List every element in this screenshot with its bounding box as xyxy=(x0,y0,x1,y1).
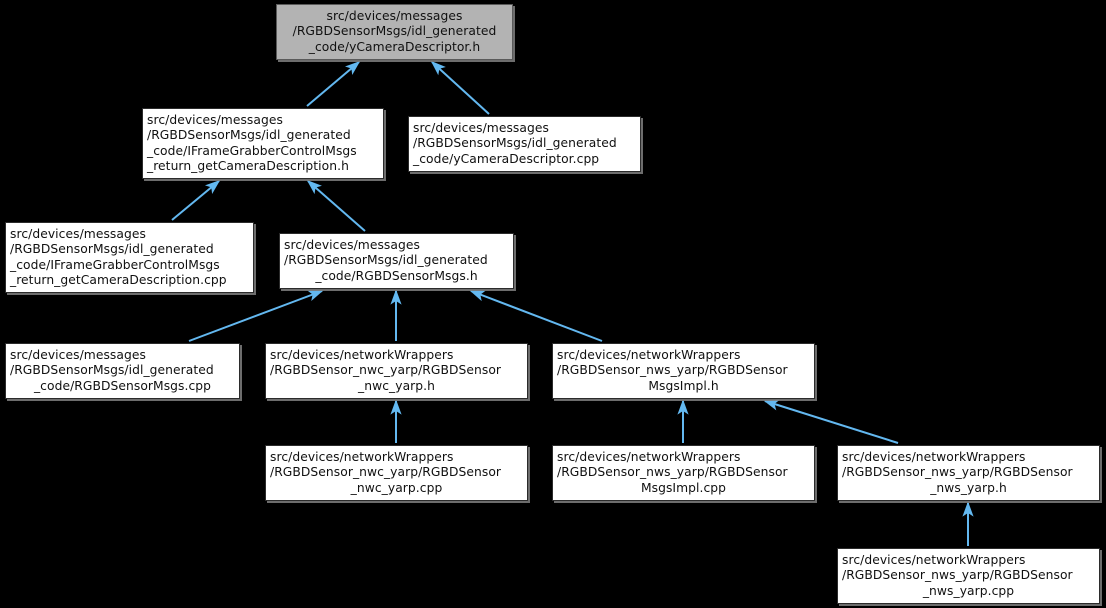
graph-node-iframegrabber-return-getcameradescription-cpp[interactable]: src/devices/messages/RGBDSensorMsgs/idl_… xyxy=(5,222,254,293)
node-label-line: /RGBDSensorMsgs/idl_generated xyxy=(292,24,497,39)
node-label-line: src/devices/messages xyxy=(413,120,549,135)
edge-ycameradescriptor-cpp-to-ycameradescriptor-h xyxy=(430,60,490,115)
node-label-line: src/devices/networkWrappers xyxy=(842,449,1026,464)
edge-rgbdsensormsgsimpl-h-to-rgbdsensormsgs-h xyxy=(469,290,603,342)
node-label-line: src/devices/messages xyxy=(10,347,146,362)
node-label-line: src/devices/messages xyxy=(10,226,146,241)
node-label-line: _code/yCameraDescriptor.cpp xyxy=(413,151,600,166)
node-label-line: /RGBDSensorMsgs/idl_generated xyxy=(10,242,214,257)
node-label-line: _code/RGBDSensorMsgs.h xyxy=(315,268,478,283)
node-label-line: /RGBDSensor_nws_yarp/RGBDSensor xyxy=(557,465,788,480)
node-label-line: _nws_yarp.cpp xyxy=(922,583,1015,598)
node-label-line: src/devices/networkWrappers xyxy=(270,449,454,464)
node-label-line: _return_getCameraDescription.h xyxy=(147,158,349,173)
node-label-line: _code/IFrameGrabberControlMsgs xyxy=(147,143,357,158)
graph-node-ycameradescriptor-cpp[interactable]: src/devices/messages/RGBDSensorMsgs/idl_… xyxy=(408,116,641,172)
node-label-line: src/devices/networkWrappers xyxy=(842,552,1026,567)
edge-rgbdsensormsgs-h-to-iframegrabber-return-getcameradescription-h xyxy=(306,179,366,232)
node-label-line: _nwc_yarp.h xyxy=(358,378,435,393)
node-label-line: src/devices/messages xyxy=(147,112,283,127)
node-label-line: _code/RGBDSensorMsgs.cpp xyxy=(33,378,212,393)
graph-node-rgbdsensormsgs-h[interactable]: src/devices/messages/RGBDSensorMsgs/idl_… xyxy=(279,233,514,289)
graph-node-rgbdsensormsgsimpl-cpp[interactable]: src/devices/networkWrappers/RGBDSensor_n… xyxy=(552,445,815,501)
edge-iframegrabber-return-getcameradescription-h-to-ycameradescriptor-h xyxy=(306,60,361,107)
graph-node-rgbdsensor-nws-yarp-h[interactable]: src/devices/networkWrappers/RGBDSensor_n… xyxy=(837,445,1100,501)
node-label-line: _nwc_yarp.cpp xyxy=(350,480,443,495)
edge-rgbdsensor-nws-yarp-h-to-rgbdsensormsgsimpl-h xyxy=(763,399,899,444)
node-label-line: /RGBDSensor_nws_yarp/RGBDSensor xyxy=(557,363,788,378)
graph-node-ycameradescriptor-h[interactable]: src/devices/messages/RGBDSensorMsgs/idl_… xyxy=(276,4,513,60)
graph-node-rgbdsensor-nwc-yarp-h[interactable]: src/devices/networkWrappers/RGBDSensor_n… xyxy=(265,343,528,399)
node-label-line: /RGBDSensorMsgs/idl_generated xyxy=(413,136,617,151)
edge-iframegrabber-return-getcameradescription-cpp-to-iframegrabber-return-getcameradescription-h xyxy=(171,179,221,221)
graph-node-rgbdsensor-nws-yarp-cpp[interactable]: src/devices/networkWrappers/RGBDSensor_n… xyxy=(837,548,1100,604)
graph-node-rgbdsensor-nwc-yarp-cpp[interactable]: src/devices/networkWrappers/RGBDSensor_n… xyxy=(265,445,528,501)
node-label-line: src/devices/networkWrappers xyxy=(557,449,741,464)
node-label-line: _nws_yarp.h xyxy=(930,480,1007,495)
graph-node-iframegrabber-return-getcameradescription-h[interactable]: src/devices/messages/RGBDSensorMsgs/idl_… xyxy=(142,108,384,179)
node-label-line: /RGBDSensor_nwc_yarp/RGBDSensor xyxy=(270,363,502,378)
node-label-line: _return_getCameraDescription.cpp xyxy=(10,272,227,287)
node-label-line: src/devices/messages xyxy=(326,8,463,23)
node-label-line: /RGBDSensorMsgs/idl_generated xyxy=(284,253,488,268)
node-label-line: src/devices/networkWrappers xyxy=(557,347,741,362)
node-label-line: /RGBDSensor_nwc_yarp/RGBDSensor xyxy=(270,465,502,480)
node-label-line: src/devices/messages xyxy=(284,237,420,252)
graph-node-rgbdsensormsgs-cpp[interactable]: src/devices/messages/RGBDSensorMsgs/idl_… xyxy=(5,343,240,399)
graph-node-rgbdsensormsgsimpl-h[interactable]: src/devices/networkWrappers/RGBDSensor_n… xyxy=(552,343,815,399)
node-label-line: MsgsImpl.h xyxy=(648,378,719,393)
node-label-line: /RGBDSensorMsgs/idl_generated xyxy=(10,363,214,378)
node-label-line: _code/yCameraDescriptor.h xyxy=(308,39,481,54)
edge-rgbdsensormsgs-cpp-to-rgbdsensormsgs-h xyxy=(188,290,324,342)
node-label-line: _code/IFrameGrabberControlMsgs xyxy=(10,257,220,272)
node-label-line: MsgsImpl.cpp xyxy=(640,480,727,495)
node-label-line: /RGBDSensorMsgs/idl_generated xyxy=(147,128,351,143)
node-label-line: src/devices/networkWrappers xyxy=(270,347,454,362)
node-label-line: /RGBDSensor_nws_yarp/RGBDSensor xyxy=(842,465,1073,480)
node-label-line: /RGBDSensor_nws_yarp/RGBDSensor xyxy=(842,568,1073,583)
